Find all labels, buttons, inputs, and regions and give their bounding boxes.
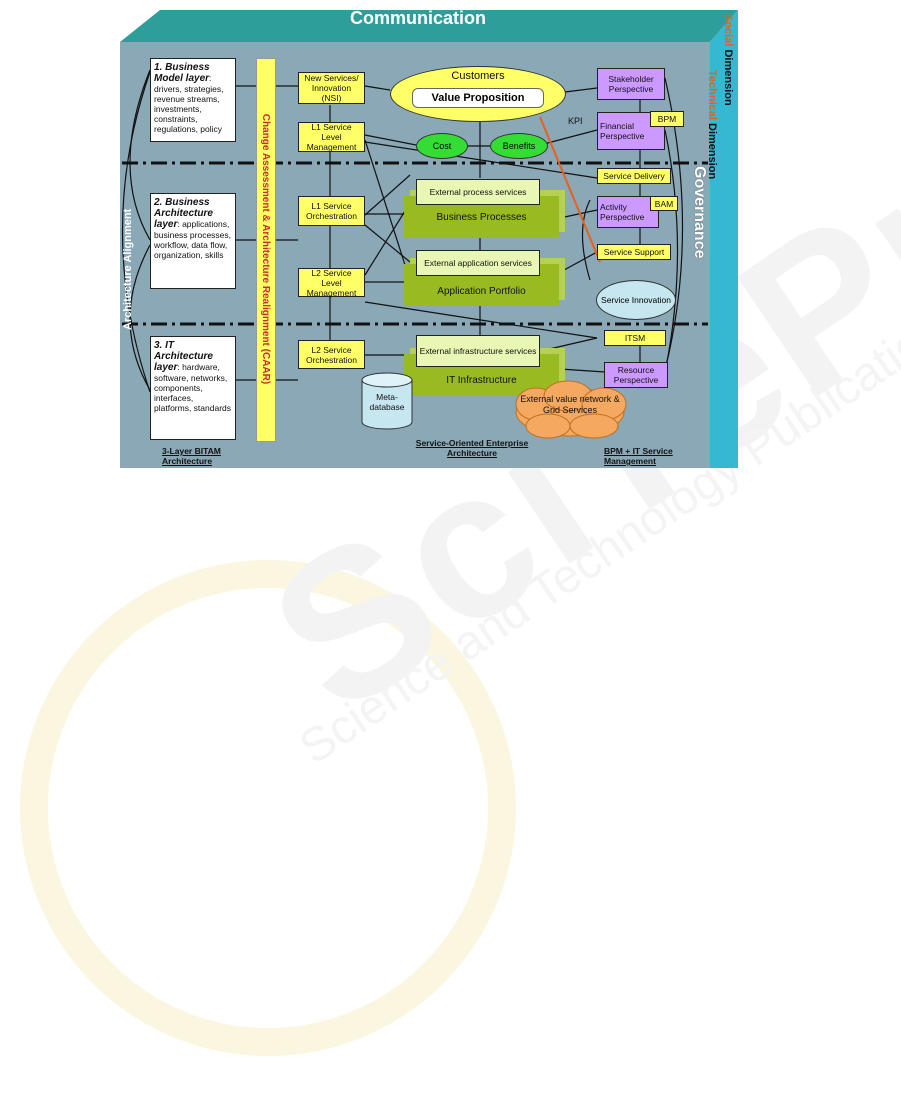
l1-orchestration-box: L1 Service Orchestration (298, 196, 365, 226)
itsm-box: ITSM (604, 330, 666, 346)
financial-perspective-box: Financial Perspective (597, 112, 665, 150)
technical-word: Technical (706, 70, 718, 120)
bpm-badge: BPM (650, 111, 684, 127)
governance-label: Governance (691, 166, 708, 259)
it-infrastructure-label: IT Infrastructure (446, 375, 517, 386)
business-model-layer-title: 1. Business Model layer (154, 62, 210, 84)
business-architecture-layer-body: : applications, business processes, work… (154, 219, 232, 260)
business-architecture-layer-title: 2. Business Architecture layer (154, 197, 213, 230)
application-portfolio-label: Application Portfolio (437, 286, 526, 297)
resource-perspective-box: Resource Perspective (604, 362, 668, 388)
meta-database-label: Meta-database (369, 392, 405, 412)
cost-ellipse: Cost (416, 133, 468, 159)
footer-right-label: BPM + IT Service Management (604, 446, 673, 466)
cloud-icon (515, 380, 627, 439)
l1-service-level-box: L1 Service Level Management (298, 122, 365, 152)
benefits-ellipse: Benefits (490, 133, 548, 159)
panel-top-face (120, 10, 738, 42)
activity-perspective-box: Activity Perspective (597, 196, 659, 228)
business-model-layer-body: : drivers, strategies, revenue streams, … (154, 73, 224, 134)
external-application-services-box: External application services (416, 250, 540, 276)
l2-orchestration-box: L2 Service Orchestration (298, 340, 365, 369)
it-architecture-layer: 3. IT Architecture layer: hardware, soft… (150, 336, 236, 440)
kpi-label: KPI (568, 116, 583, 126)
external-value-network-label: External value network & Grid Services (520, 394, 620, 415)
business-architecture-layer: 2. Business Architecture layer: applicat… (150, 193, 236, 289)
new-services-box: New Services/ Innovation (NSI) (298, 72, 365, 104)
top-banner: Communication (350, 8, 487, 28)
l2-service-level-box: L2 Service Level Management (298, 268, 365, 298)
stakeholder-perspective-box: Stakeholder Perspective (597, 68, 665, 100)
business-model-layer: 1. Business Model layer: drivers, strate… (150, 58, 236, 142)
service-delivery-box: Service Delivery (597, 168, 671, 184)
architecture-alignment-label: Architecture Alignment (122, 208, 134, 330)
business-processes-label: Business Processes (436, 212, 527, 223)
connector-lines (121, 69, 684, 393)
caar-bar (256, 58, 276, 442)
external-infrastructure-services-box: External infrastructure services (416, 335, 540, 367)
footer-left-label: 3-Layer BITAM Architecture (162, 446, 221, 466)
footer-center-label: Service-Oriented Enterprise Architecture (415, 438, 529, 458)
caar-label: Change Assessment & Architecture Realign… (260, 113, 271, 385)
kpi-arrow (539, 116, 601, 263)
it-architecture-layer-body: : hardware, software, networks, componen… (154, 362, 232, 413)
database-icon (361, 372, 413, 430)
service-innovation-ellipse: Service Innovation (596, 280, 676, 320)
external-process-services-box: External process services (416, 179, 540, 205)
social-word: Social (722, 14, 734, 47)
social-dimension-word: Dimension (722, 46, 734, 106)
bam-badge: BAM (650, 196, 678, 211)
it-architecture-layer-title: 3. IT Architecture layer (154, 340, 213, 373)
panel-right-face (710, 10, 738, 468)
customers-label: Customers (451, 70, 505, 82)
service-support-box: Service Support (597, 244, 671, 260)
value-proposition-box: Value Proposition (412, 88, 544, 108)
